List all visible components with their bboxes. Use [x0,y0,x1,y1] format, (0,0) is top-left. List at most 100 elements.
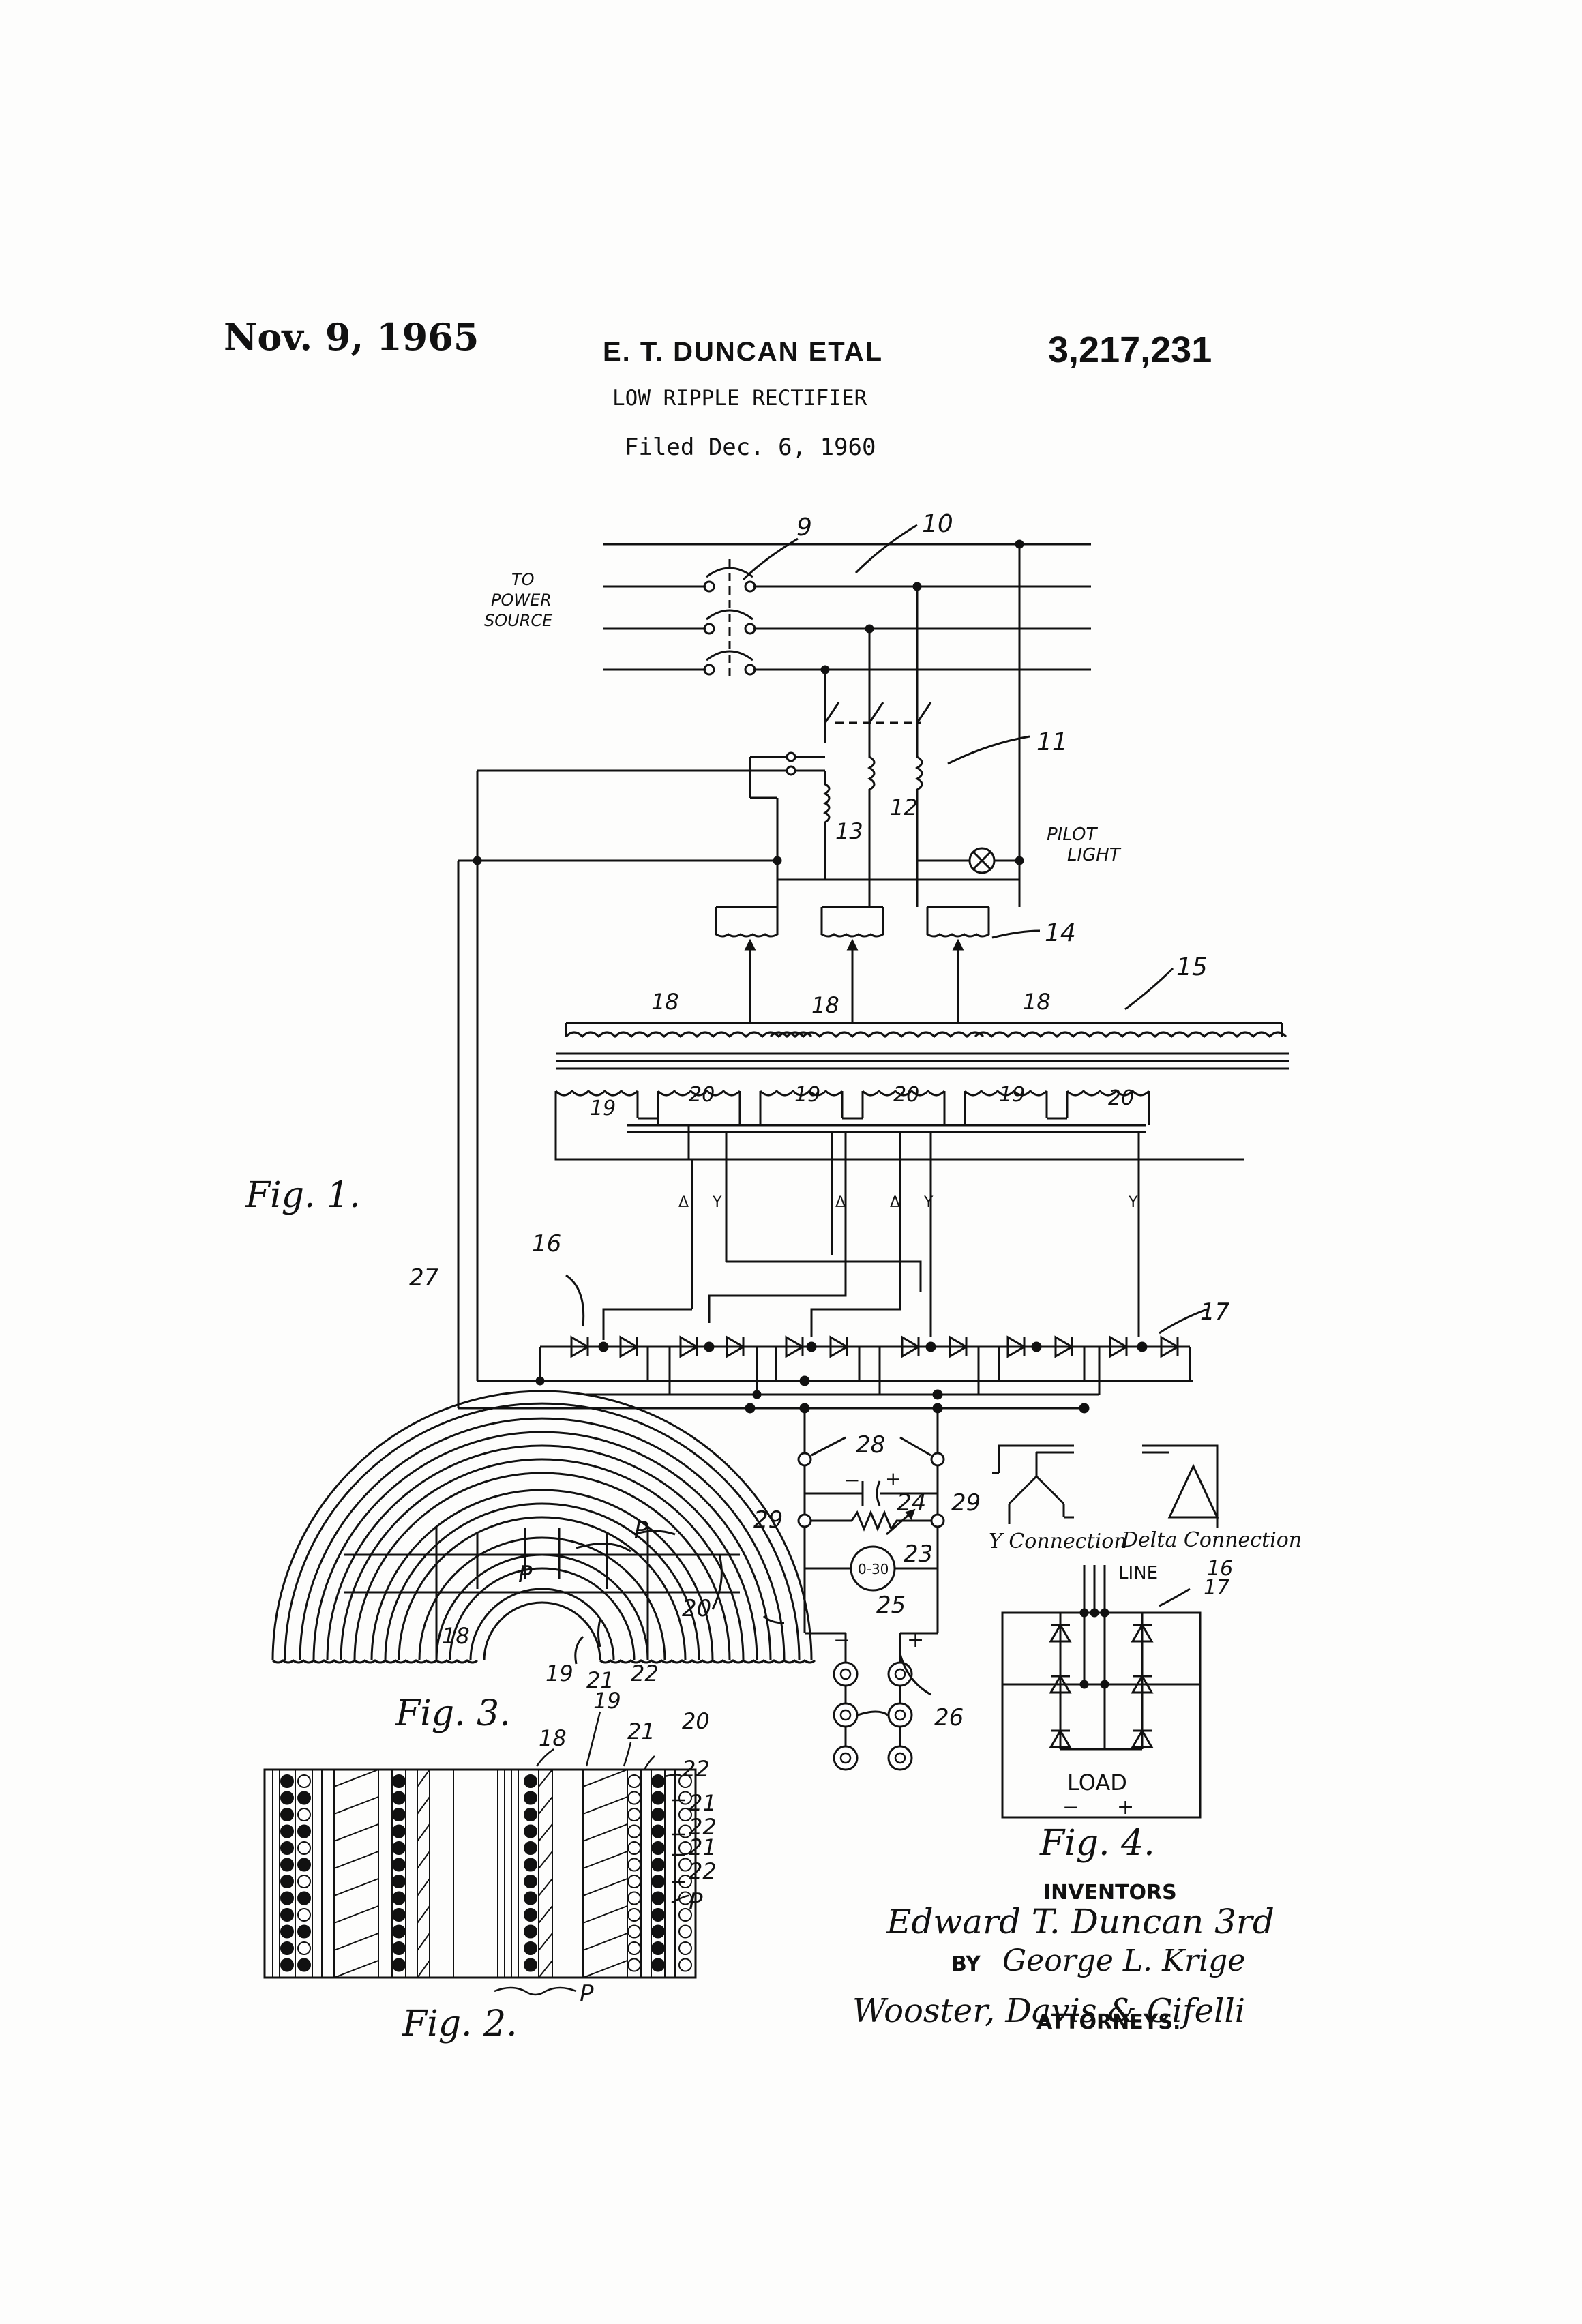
fig2-section [263,1768,697,1979]
line-label: LINE [1118,1563,1158,1583]
filled-conductor [651,1875,665,1888]
ref-20a: 20 [689,1083,715,1107]
inventor-name: E. T. DUNCAN ETAL [603,337,884,367]
filled-conductor [651,1908,665,1922]
ref-19a: 19 [590,1097,616,1120]
ref-19c: 19 [999,1083,1025,1107]
power-source-label-1: TO [511,570,535,589]
open-conductor [297,1958,311,1972]
filled-conductor [524,1841,537,1855]
load-minus: − [1062,1796,1079,1819]
fig3-ref-19: 19 [546,1660,573,1686]
fig4-diagrams [992,1444,1219,1819]
open-conductor [678,1808,692,1821]
open-conductor [627,1908,641,1922]
wye-2: Y [923,1194,934,1211]
open-conductor [297,1791,311,1805]
open-conductor [297,1875,311,1888]
filled-conductor [651,1858,665,1872]
open-conductor [627,1841,641,1855]
fig3-labels: P P 18 19 21 22 20 Fig. 3. [395,1517,711,1734]
filled-conductor [392,1875,406,1888]
filled-conductor [524,1908,537,1922]
delta-3: Δ [890,1194,900,1211]
open-conductor [297,1824,311,1838]
filled-conductor [524,1791,537,1805]
open-conductor [678,1924,692,1939]
fig3-ref-22: 22 [631,1660,659,1686]
ref-15: 15 [1176,953,1208,981]
pilot-light-label-2: LIGHT [1067,845,1122,865]
open-conductor [627,1875,641,1888]
ref-13: 13 [835,818,863,844]
ref-24: 24 [897,1489,926,1517]
open-conductor [678,1908,692,1922]
filled-conductor [280,1791,294,1805]
ref-20c: 20 [1108,1086,1134,1110]
fig2-ref-21c: 21 [689,1834,717,1860]
fig3-ref-p1: P [634,1517,648,1544]
ref-20b: 20 [893,1083,919,1107]
ref-12: 12 [890,794,918,820]
fig4-ref-16: 16 [1207,1557,1233,1581]
filled-conductor [280,1841,294,1855]
filled-conductor [651,1924,665,1939]
ref-28: 28 [856,1431,885,1459]
rectifier-bank [458,1336,1193,1414]
filled-conductor [524,1924,537,1939]
open-conductor [627,1824,641,1838]
ref-10: 10 [922,510,953,538]
filled-conductor [280,1891,294,1905]
ref-29b: 29 [951,1489,981,1517]
delta-connection-label: Delta Connection [1121,1528,1302,1552]
filled-conductor [392,1958,406,1972]
filled-conductor [392,1891,406,1905]
ref-9: 9 [796,513,812,541]
open-conductor [627,1774,641,1788]
filing-date: Filed Dec. 6, 1960 [625,434,876,461]
fig2-ref-22a: 22 [682,1756,710,1782]
fig3-section [271,1390,816,1665]
filled-conductor [524,1808,537,1821]
attorneys-label: ATTORNEYS. [1036,2010,1180,2034]
open-conductor [627,1808,641,1821]
ref-18a: 18 [651,989,679,1015]
ref-25: 25 [876,1592,906,1619]
fig2-ref-21a: 21 [627,1718,655,1744]
y-connection-label: Y Connection [989,1530,1127,1553]
filled-conductor [392,1924,406,1939]
filled-conductor [651,1808,665,1821]
ref-18b: 18 [811,992,839,1018]
fig2-ref-21b: 21 [689,1790,717,1816]
fig2-conductors [280,1774,692,1972]
load-plus: + [1117,1796,1134,1819]
meter-scale: 0-30 [858,1561,889,1577]
open-conductor [627,1941,641,1955]
minus-cap: − [844,1469,860,1491]
open-conductor [678,1958,692,1972]
fig2-ref-20: 20 [682,1708,710,1734]
fig4-ref-17: 17 [1204,1576,1229,1600]
signature-block: INVENTORS Edward T. Duncan 3rd BY George… [852,1881,1274,2034]
wye-1: Y [712,1194,722,1211]
filled-conductor [524,1824,537,1838]
plus-cap: + [885,1468,901,1490]
attorneys-signature: Wooster, Davis & Cifelli [852,1992,1245,2030]
ref-16: 16 [532,1230,561,1257]
fig4-label: Fig. 4. [1039,1823,1155,1864]
fig3-ref-20: 20 [682,1595,711,1622]
open-conductor [297,1941,311,1955]
filled-conductor [280,1908,294,1922]
out-plus: + [907,1628,924,1652]
filled-conductor [280,1858,294,1872]
fig1-label: Fig. 1. [245,1175,361,1216]
fig1-circuit [457,524,1289,1771]
filled-conductor [280,1941,294,1955]
filled-conductor [524,1958,537,1972]
filled-conductor [280,1774,294,1788]
filled-conductor [280,1958,294,1972]
open-conductor [297,1908,311,1922]
ref-19b: 19 [794,1083,820,1107]
